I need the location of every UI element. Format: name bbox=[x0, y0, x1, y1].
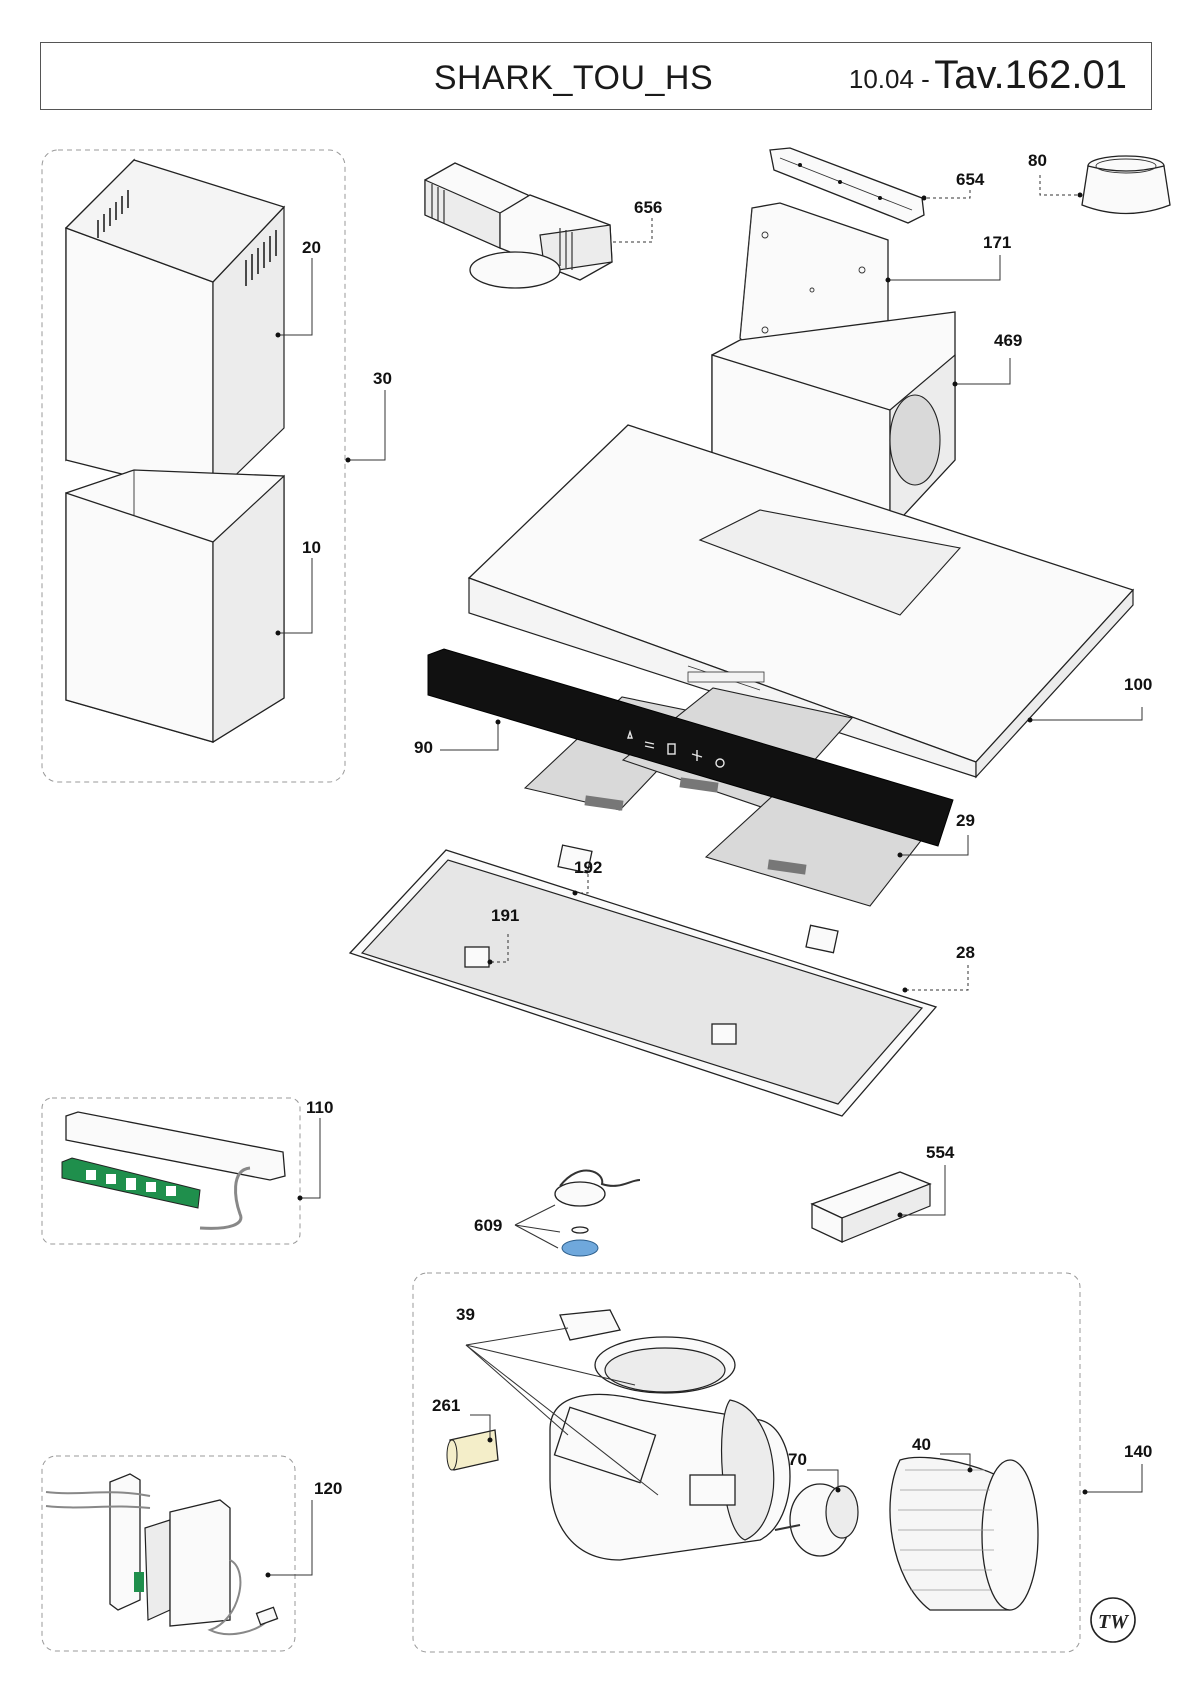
title-block: SHARK_TOU_HS 10.04 - Tav.162.01 bbox=[40, 42, 1152, 110]
hood-body bbox=[467, 424, 1135, 779]
part-labels: 20 10 30 656 654 80 171 469 100 90 29 19… bbox=[302, 151, 1152, 1498]
leader-lines bbox=[268, 175, 1143, 1576]
plus-icon bbox=[691, 750, 703, 761]
electronics-box bbox=[45, 1473, 279, 1636]
label-469: 469 bbox=[994, 331, 1022, 350]
top-bracket bbox=[769, 147, 925, 224]
label-140: 140 bbox=[1124, 1442, 1152, 1461]
capacitor bbox=[446, 1429, 499, 1471]
model-title: SHARK_TOU_HS bbox=[433, 59, 714, 97]
label-70: 70 bbox=[788, 1450, 807, 1469]
label-192: 192 bbox=[574, 858, 602, 877]
lower-chimney bbox=[65, 469, 285, 744]
label-261: 261 bbox=[432, 1396, 460, 1415]
label-39: 39 bbox=[456, 1305, 475, 1324]
label-100: 100 bbox=[1124, 675, 1152, 694]
label-656: 656 bbox=[634, 198, 662, 217]
label-171: 171 bbox=[983, 233, 1011, 252]
chimney-group-box bbox=[41, 149, 346, 783]
table-number: Tav.162.01 bbox=[934, 53, 1127, 97]
power-icon bbox=[715, 758, 725, 768]
control-group-box bbox=[41, 1097, 301, 1245]
led-transformer bbox=[810, 1171, 932, 1244]
manufacturer-logo: TW bbox=[1090, 1597, 1136, 1643]
label-20: 20 bbox=[302, 238, 321, 257]
label-120: 120 bbox=[314, 1479, 342, 1498]
label-554: 554 bbox=[926, 1143, 955, 1162]
label-28: 28 bbox=[956, 943, 975, 962]
label-29: 29 bbox=[956, 811, 975, 830]
label-90: 90 bbox=[414, 738, 433, 757]
control-board bbox=[61, 1111, 286, 1230]
logo-text: TW bbox=[1098, 1611, 1129, 1633]
digit-display-icon bbox=[667, 743, 676, 755]
duct-reducer bbox=[1081, 155, 1171, 215]
glass-control-panel bbox=[427, 648, 954, 847]
air-conveyor bbox=[424, 162, 613, 289]
label-80: 80 bbox=[1028, 151, 1047, 170]
led-lamp bbox=[554, 1169, 641, 1257]
edition-number: 10.04 - bbox=[848, 64, 930, 94]
label-609: 609 bbox=[474, 1216, 502, 1235]
label-10: 10 bbox=[302, 538, 321, 557]
metal-grid-frame bbox=[348, 849, 938, 1117]
upper-chimney bbox=[64, 158, 286, 499]
fan-motor bbox=[774, 1483, 859, 1557]
fan-impeller bbox=[889, 1456, 1039, 1611]
label-110: 110 bbox=[306, 1098, 333, 1117]
lamp-icon bbox=[627, 729, 633, 739]
hinges bbox=[464, 844, 839, 1045]
label-30: 30 bbox=[373, 369, 392, 388]
label-40: 40 bbox=[912, 1435, 931, 1454]
motor-group-box bbox=[412, 1272, 1081, 1653]
table-code: 10.04 - Tav.162.01 bbox=[849, 53, 1127, 98]
electronics-group-box bbox=[41, 1455, 296, 1652]
motor-assembly bbox=[549, 1309, 791, 1561]
leader-dots bbox=[265, 192, 1088, 1578]
label-191: 191 bbox=[491, 906, 519, 925]
equals-icon bbox=[644, 741, 655, 749]
label-654: 654 bbox=[956, 170, 985, 189]
